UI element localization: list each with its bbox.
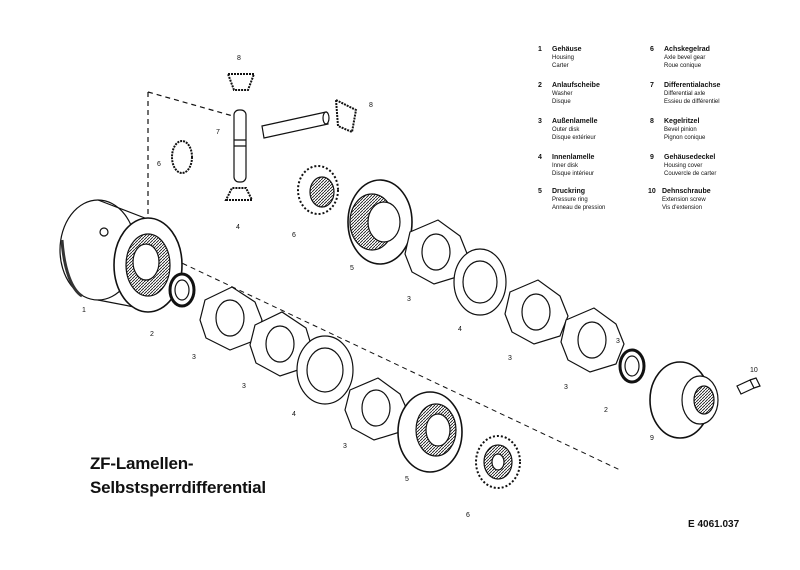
legend-english: Differential axle [664,91,706,97]
washer-left [168,272,196,308]
legend-number: 9 [650,154,654,161]
legend-english: Axle bevel gear [664,55,706,61]
legend-number: 1 [538,46,542,53]
callout-7: 7 [216,129,220,136]
axle-bevel-gear-upper [297,165,339,215]
legend-number: 7 [650,82,654,89]
legend-french: Disque [552,99,571,105]
callout-1: 1 [82,307,86,314]
legend-french: Anneau de pression [552,205,606,211]
callout-10: 10 [750,367,758,374]
pressure-ring-lower [397,391,463,473]
legend-english: Extension screw [662,197,706,203]
callout-8: 8 [237,55,241,62]
bevel-pinion-right [334,98,358,134]
housing-cover-part [649,361,719,439]
callout-3: 3 [564,384,568,391]
callout-5: 5 [405,476,409,483]
legend-french: Carter [552,63,569,69]
callout-3: 3 [343,443,347,450]
callout-3: 3 [616,338,620,345]
callout-9: 9 [650,435,654,442]
outer-disk-c [344,377,409,441]
differential-axle-part [233,109,330,183]
legend-number: 6 [650,46,654,53]
legend-english: Bevel pinion [664,127,697,133]
bevel-pinion-top [226,73,256,91]
axle-bevel-gear-lower [475,435,521,489]
washer-right [618,348,646,384]
legend-english: Housing cover [664,163,703,169]
callout-8: 8 [369,102,373,109]
outer-disk-b [249,311,313,377]
legend-french: Disque intérieur [552,171,595,177]
legend-german: Achskegelrad [664,46,710,53]
callout-4: 4 [236,224,240,231]
legend-german: Anlaufscheibe [552,82,600,89]
legend-number: 10 [648,188,656,195]
legend-number: 2 [538,82,542,89]
legend-number: 3 [538,118,542,125]
legend-french: Vis d'extension [662,205,703,211]
legend-french: Couvercle de carter [664,171,717,177]
legend-english: Washer [552,91,573,97]
callout-2: 2 [604,407,608,414]
diagram-title-line-2: Selbstsperrdifferential [90,478,266,497]
outer-disk-f [560,307,625,373]
callout-5: 5 [350,265,354,272]
callout-2: 2 [150,331,154,338]
legend-french: Disque extérieur [552,135,596,141]
outer-disk-e [504,279,569,345]
legend-german: Gehäusedeckel [664,154,716,161]
housing-part [59,199,183,313]
callout-labels: 1 2 3 3 4 3 5 6 6 7 8 8 6 5 3 4 3 4 3 3 … [82,55,758,519]
legend-german: Gehäuse [552,46,582,53]
legend-german: Kegelritzel [664,118,700,125]
legend-english: Outer disk [552,127,580,133]
legend-french: Essieu de différentiel [664,99,720,105]
outer-disk-d [404,219,469,285]
callout-6: 6 [157,161,161,168]
legend-number: 8 [650,118,654,125]
legend-number: 5 [538,188,542,195]
legend-german: Druckring [552,188,586,195]
inner-disk-lower [296,335,354,405]
callout-6: 6 [292,232,296,239]
callout-3: 3 [508,355,512,362]
bevel-pinion-left-gear [171,140,193,174]
diagram-title-line-1: ZF-Lamellen- [90,454,194,473]
extension-screw-part [736,377,761,395]
callout-6: 6 [466,512,470,519]
legend-french: Roue conique [664,63,702,69]
bevel-pinion-bottom [224,187,254,201]
inner-disk-upper [453,248,507,316]
legend-french: Pignon conique [664,135,706,141]
legend-english: Inner disk [552,163,579,169]
callout-3: 3 [242,383,246,390]
legend-german: Innenlamelle [552,154,595,161]
legend-german: Dehnschraube [662,188,711,195]
pressure-ring-upper [347,179,413,265]
outer-disk-a [199,286,263,351]
callout-3: 3 [407,296,411,303]
legend-german: Außenlamelle [552,118,598,125]
legend-english: Housing [552,55,575,61]
legend-german: Differentialachse [664,82,721,89]
drawing-code: E 4061.037 [688,519,740,530]
callout-4: 4 [292,411,296,418]
callout-4: 4 [458,326,462,333]
callout-3: 3 [192,354,196,361]
legend-english: Pressure ring [552,197,588,203]
legend-number: 4 [538,154,542,161]
